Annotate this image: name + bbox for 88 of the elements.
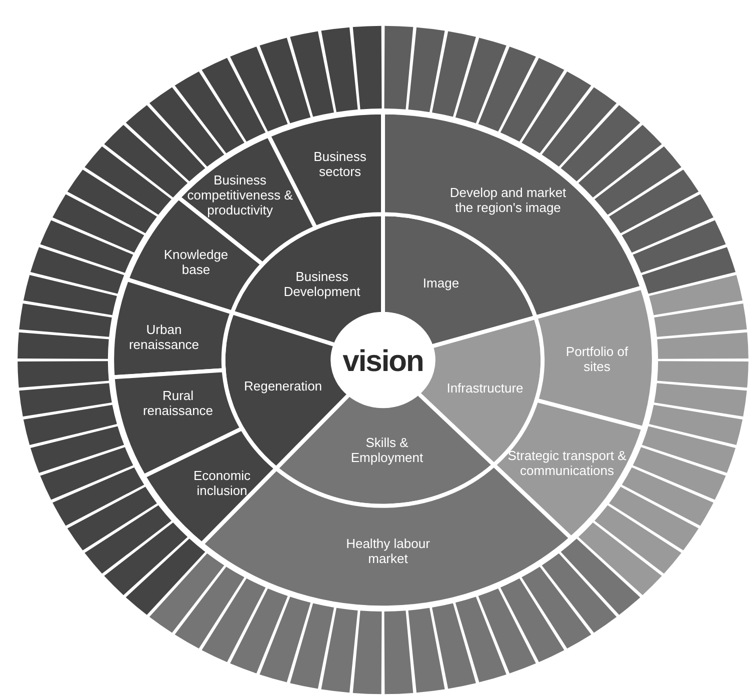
outer-ring-segment xyxy=(352,26,382,110)
outer-ring-segment xyxy=(84,146,172,215)
outer-ring-segment xyxy=(52,467,144,526)
outer-ring-segment xyxy=(40,447,134,500)
outer-ring-segment xyxy=(30,247,124,294)
outer-ring-segment xyxy=(657,361,748,388)
outer-ring-segment xyxy=(321,27,358,112)
outer-ring-segment xyxy=(149,553,224,633)
segment-label: Strategic transport & communications xyxy=(507,448,627,478)
outer-ring-segment xyxy=(609,486,699,550)
outer-ring-segment xyxy=(174,566,244,649)
outer-ring-segment xyxy=(622,194,714,253)
segment-label: Business Development xyxy=(267,269,377,299)
outer-ring-segment xyxy=(260,596,311,682)
outer-ring-segment xyxy=(542,87,617,167)
segment-label: Develop and market the region's image xyxy=(446,185,570,215)
outer-ring-segment xyxy=(500,578,564,662)
outer-ring-segment xyxy=(321,608,358,693)
outer-ring-segment xyxy=(230,588,288,674)
outer-ring-segment xyxy=(408,608,445,693)
segment-label: Skills & Employment xyxy=(342,435,432,465)
outer-ring-segment xyxy=(455,596,506,682)
outer-ring-segment xyxy=(352,610,382,694)
outer-ring-segment xyxy=(202,58,266,142)
outer-ring-segment xyxy=(126,538,206,615)
outer-ring-segment xyxy=(18,361,109,388)
outer-ring-segment xyxy=(609,170,699,234)
segment-label: Rural renaissance xyxy=(128,388,228,418)
outer-ring-segment xyxy=(642,426,736,473)
outer-ring-segment xyxy=(432,31,476,117)
outer-ring-segment xyxy=(18,332,109,359)
outer-ring-segment xyxy=(174,71,244,154)
outer-ring-segment xyxy=(149,87,224,167)
segment-label: Infrastructure xyxy=(435,380,535,396)
outer-ring-segment xyxy=(23,275,117,316)
segment-label: Business sectors xyxy=(300,149,380,179)
outer-ring-segment xyxy=(384,26,414,110)
outer-ring-segment xyxy=(560,538,640,615)
outer-ring-segment xyxy=(455,38,506,124)
outer-ring-segment xyxy=(649,404,743,445)
outer-ring-segment xyxy=(408,27,445,112)
outer-ring-segment xyxy=(30,426,124,473)
outer-ring-segment xyxy=(432,603,476,689)
outer-ring-segment xyxy=(40,220,134,273)
outer-ring-segment xyxy=(23,404,117,445)
segment-label: Portfolio of sites xyxy=(552,344,642,374)
outer-ring-segment xyxy=(230,46,288,132)
outer-ring-segment xyxy=(654,304,747,337)
outer-ring-segment xyxy=(104,522,188,596)
outer-ring-segment xyxy=(104,124,188,198)
segment-label: Healthy labour market xyxy=(328,536,448,566)
outer-ring-segment xyxy=(657,332,748,359)
outer-ring-segment xyxy=(622,467,714,526)
outer-ring-segment xyxy=(578,124,662,198)
outer-ring-segment xyxy=(560,105,640,182)
outer-ring-segment xyxy=(632,220,726,273)
segment-label: Knowledge base xyxy=(151,247,241,277)
outer-ring-segment xyxy=(19,304,112,337)
segment-label: Economic inclusion xyxy=(177,468,267,498)
outer-ring-segment xyxy=(654,383,747,416)
outer-ring-segment xyxy=(384,610,414,694)
center-label: vision xyxy=(338,346,428,378)
segment-label: Image xyxy=(401,276,481,290)
segment-label: Business competitiveness & productivity xyxy=(185,172,295,218)
outer-ring-segment xyxy=(522,566,592,649)
outer-ring-segment xyxy=(594,505,682,574)
outer-ring-segment xyxy=(67,486,157,550)
outer-ring-segment xyxy=(126,105,206,182)
outer-ring-segment xyxy=(578,522,662,596)
outer-ring-segment xyxy=(478,588,536,674)
outer-ring-segment xyxy=(642,247,736,294)
outer-ring-segment xyxy=(632,447,726,500)
outer-ring-segment xyxy=(522,71,592,154)
outer-ring-segment xyxy=(594,146,682,215)
outer-ring-segment xyxy=(52,194,144,253)
outer-ring-segment xyxy=(84,505,172,574)
outer-ring-segment xyxy=(67,170,157,234)
outer-ring-segment xyxy=(19,383,112,416)
segment-label: Urban renaissance xyxy=(114,322,214,352)
outer-ring-segment xyxy=(542,553,617,633)
outer-ring-segment xyxy=(290,31,334,117)
segment-label: Regeneration xyxy=(233,378,333,394)
outer-ring-segment xyxy=(290,603,334,689)
outer-ring-segment xyxy=(260,38,311,124)
outer-ring-segment xyxy=(478,46,536,132)
outer-ring-segment xyxy=(202,578,266,662)
outer-ring-segment xyxy=(500,58,564,142)
outer-ring-segment xyxy=(649,275,743,316)
